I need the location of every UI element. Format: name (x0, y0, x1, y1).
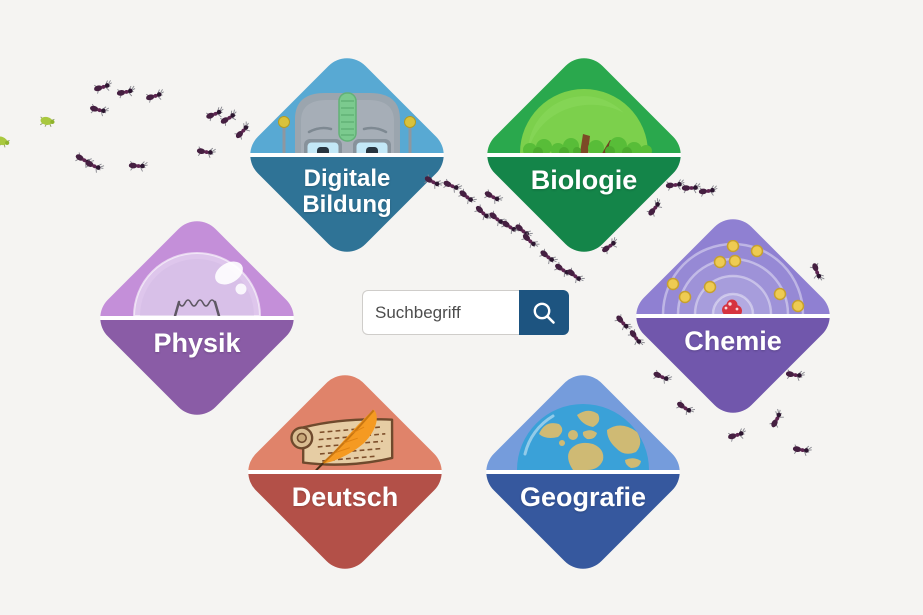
ant-icon (471, 201, 495, 225)
ant-icon (791, 441, 813, 458)
tile-label: Deutsch (291, 482, 399, 512)
ant-icon (92, 78, 115, 97)
search-input[interactable] (362, 290, 519, 335)
ant-icon (664, 177, 685, 193)
search-bar (362, 290, 569, 335)
ant-icon (481, 186, 505, 208)
ant-icon (82, 155, 106, 176)
atom-icon (658, 240, 808, 314)
tile-label: Physik (153, 328, 241, 358)
ant-icon (72, 149, 96, 171)
ant-icon (766, 407, 788, 431)
ant-icon (231, 119, 255, 143)
tile-label: Digitale Bildung (302, 165, 392, 218)
ant-icon (681, 181, 701, 195)
ant-icon (440, 175, 464, 196)
ant-icon (144, 87, 167, 106)
ant-icon (807, 260, 827, 284)
ant-icon (726, 426, 749, 445)
tile-physik[interactable]: Physik (89, 210, 305, 426)
ant-icon (88, 101, 111, 120)
ant-icon (203, 104, 227, 124)
ant-icon (697, 183, 718, 199)
quill-scroll-icon (275, 400, 415, 470)
ant-icon (551, 259, 575, 282)
tile-geografie[interactable]: Geografie (475, 364, 691, 580)
search-button[interactable] (519, 290, 569, 335)
bush-icon (514, 87, 654, 153)
ant-icon (195, 143, 217, 160)
ant-icon (455, 185, 479, 209)
tile-biologie[interactable]: Biologie (476, 47, 692, 263)
globe-icon (513, 402, 653, 470)
ant-icon (217, 107, 241, 129)
ant-icon (115, 83, 137, 100)
ant-icon (127, 158, 148, 174)
tile-label: Biologie (530, 165, 638, 195)
tile-chemie[interactable]: Chemie (625, 208, 841, 424)
ant-icon (563, 264, 587, 288)
tile-deutsch[interactable]: Deutsch (237, 364, 453, 580)
ant-icon (673, 397, 697, 420)
tile-label: Geografie (519, 482, 647, 512)
lightbulb-icon (131, 250, 263, 316)
aphid-icon (37, 114, 57, 129)
ant-icon (536, 245, 560, 269)
tile-digitale-bildung[interactable]: Digitale Bildung (239, 47, 455, 263)
aphid-icon (0, 132, 13, 149)
ant-icon (485, 207, 509, 231)
tile-label: Chemie (684, 326, 782, 356)
search-icon (531, 300, 557, 326)
ant-icon (518, 229, 542, 253)
robot-icon (277, 91, 417, 153)
